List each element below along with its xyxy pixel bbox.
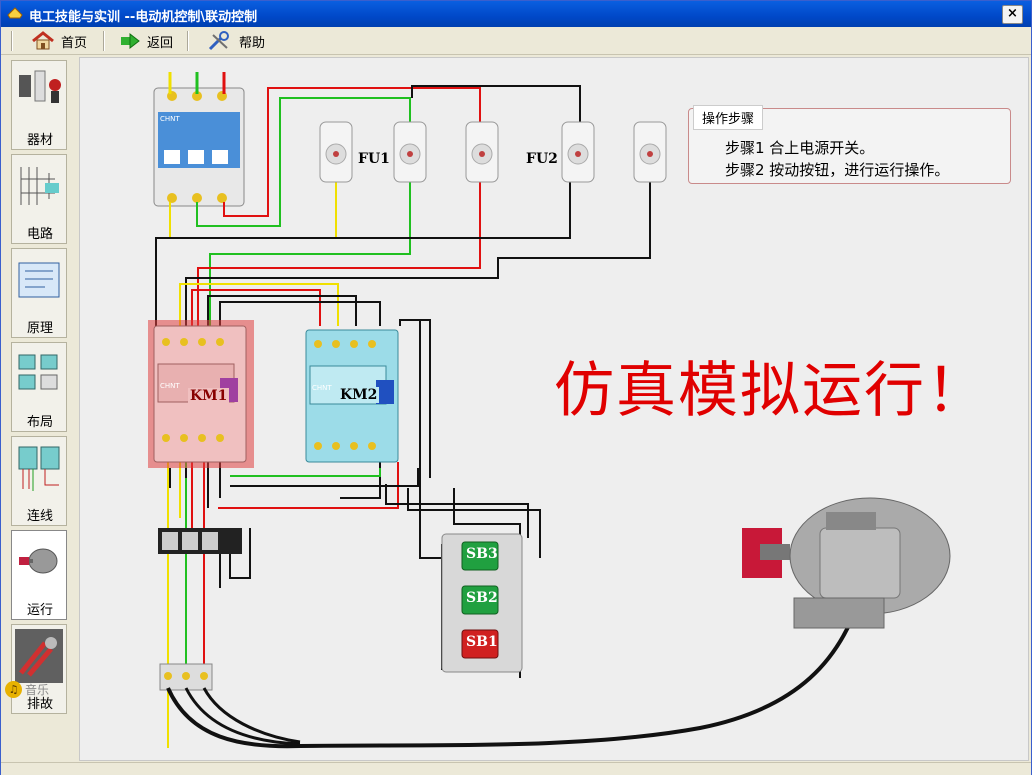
layout-icon (18, 354, 58, 390)
km1-brand: CHNT (160, 382, 180, 390)
sidebar-item-equipment[interactable]: 器材 (11, 60, 67, 150)
fuse-fu1-a[interactable] (319, 121, 353, 183)
sidebar-item-principle[interactable]: 原理 (11, 248, 67, 338)
music-label: 音乐 (25, 683, 50, 697)
operation-steps-panel: 操作步骤 步骤1 合上电源开关。 步骤2 按动按钮，进行运行操作。 (688, 105, 1011, 184)
app-icon (7, 7, 23, 19)
terminal-block (159, 663, 213, 691)
status-bar (1, 762, 1031, 775)
circuit-breaker[interactable] (153, 87, 245, 207)
pliers-icon (15, 629, 63, 683)
motor[interactable] (742, 497, 951, 629)
close-button[interactable]: × (1002, 5, 1023, 24)
breaker-brand: CHNT (160, 115, 180, 123)
home-label: 首页 (61, 35, 88, 51)
sidebar-item-label: 原理 (26, 321, 53, 336)
step-item: 步骤2 按动按钮，进行运行操作。 (725, 161, 950, 179)
sidebar: 器材 电路 原理 布局 连线 运行 排故 (1, 56, 73, 762)
back-label: 返回 (147, 35, 174, 51)
sidebar-item-label: 连线 (26, 509, 53, 524)
toolbar-separator (187, 31, 189, 51)
home-icon (32, 31, 54, 50)
sidebar-item-label: 布局 (26, 415, 53, 430)
sidebar-item-label: 器材 (26, 133, 53, 148)
toolbar-separator (103, 31, 105, 51)
motor-cable (166, 597, 862, 749)
back-button[interactable]: 返回 (119, 29, 173, 53)
sidebar-item-label: 排故 (26, 697, 53, 712)
sidebar-item-circuit[interactable]: 电路 (11, 154, 67, 244)
sidebar-item-label: 电路 (26, 227, 53, 242)
music-toggle[interactable]: ♫ 音乐 (5, 681, 49, 698)
sidebar-item-layout[interactable]: 布局 (11, 342, 67, 432)
km1-label: KM1 (188, 388, 230, 404)
help-button[interactable]: 帮助 (207, 29, 265, 53)
music-note-icon: ♫ (5, 681, 22, 698)
fuse-fu2-b[interactable] (633, 121, 667, 183)
wiring-icon (18, 446, 60, 491)
sb3-button[interactable]: SB3 (466, 546, 498, 562)
wiring-diagram: CHNT (148, 72, 951, 749)
help-label: 帮助 (239, 35, 266, 51)
sidebar-item-wiring[interactable]: 连线 (11, 436, 67, 526)
simulation-headline: 仿真模拟运行！ (554, 356, 988, 426)
tools-icon (208, 31, 229, 51)
fuse-fu2-a[interactable] (561, 121, 595, 183)
sb1-button[interactable]: SB1 (466, 634, 498, 650)
km2-brand: CHNT (312, 384, 332, 392)
principle-icon (18, 262, 60, 298)
motor-icon (19, 548, 58, 574)
km2-label: KM2 (338, 387, 380, 403)
equipment-icon (19, 70, 61, 103)
button-station (441, 533, 523, 673)
sidebar-item-label: 运行 (26, 603, 53, 618)
fuse-fu1-c[interactable] (465, 121, 499, 183)
fuse-fu1-b[interactable] (393, 121, 427, 183)
panel-tab: 操作步骤 (693, 105, 764, 130)
sidebar-item-run[interactable]: 运行 (11, 530, 67, 620)
circuit-icon (20, 167, 59, 205)
step-item: 步骤1 合上电源开关。 (725, 139, 875, 157)
sb2-button[interactable]: SB2 (466, 590, 498, 606)
sidebar-item-troubleshoot[interactable]: 排故 (11, 624, 67, 714)
window-title: 电工技能与实训 --电动机控制\联动控制 (29, 10, 258, 25)
simulation-canvas: CHNT (79, 57, 1029, 761)
fu2-label: FU2 (526, 151, 558, 167)
title-bar: 电工技能与实训 --电动机控制\联动控制 × (1, 1, 1031, 27)
fu1-label: FU1 (358, 151, 390, 167)
home-button[interactable]: 首页 (31, 29, 87, 53)
toolbar-separator (11, 31, 13, 51)
thermal-relay[interactable] (158, 528, 242, 554)
arrow-right-icon (121, 32, 140, 50)
toolbar: 首页 返回 帮助 (1, 27, 1031, 55)
